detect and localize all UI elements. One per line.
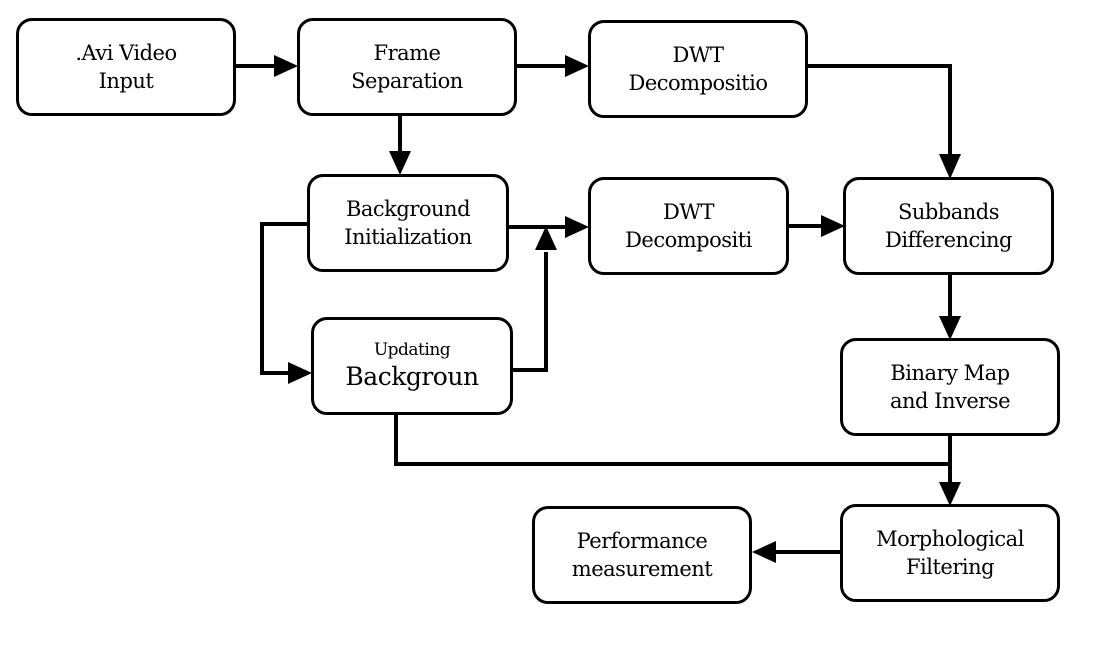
morphological-filtering-label-line1: Morphological [876, 527, 1024, 551]
dwt-decomposition-top-node: DWT Decompositio [588, 20, 808, 118]
binary-map-inverse-label-line2: and Inverse [889, 389, 1011, 413]
performance-measurement-label-line2: measurement [571, 557, 713, 581]
background-initialization-label-line1: Background [345, 197, 471, 221]
arrowhead-input-to-frame [274, 55, 298, 77]
arrowhead-background-to-dwt-middle [565, 216, 589, 238]
dwt-decomposition-top-label-line1: DWT [672, 43, 724, 67]
arrow-dwt-top-to-subbands-line [806, 64, 952, 156]
background-initialization-node: Background Initialization [307, 174, 509, 272]
performance-measurement-node: Performance measurement [532, 506, 752, 604]
arrowhead-subbands-to-binary [939, 316, 961, 340]
morphological-filtering-node: Morphological Filtering [840, 504, 1060, 602]
arrowhead-frame-to-background [389, 151, 411, 175]
arrow-updating-to-morphological-line [394, 414, 950, 466]
arrowhead-junction-up [535, 226, 557, 250]
avi-video-input-label-line2: Input [98, 69, 154, 93]
dwt-decomposition-top-label-line2: Decompositio [628, 71, 768, 95]
arrowhead-binary-to-morphological [939, 482, 961, 506]
arrowhead-dwt-top-to-subbands [939, 154, 961, 179]
frame-separation-node: Frame Separation [297, 18, 517, 116]
subbands-differencing-label-line1: Subbands [897, 200, 1000, 224]
updating-background-label-line1: Updating [373, 340, 451, 360]
frame-separation-label-line2: Separation [351, 69, 463, 93]
binary-map-inverse-node: Binary Map and Inverse [840, 338, 1060, 436]
updating-background-label-line2: Backgroun [345, 362, 479, 391]
dwt-decomposition-middle-label-line2: Decompositi [625, 228, 752, 252]
background-initialization-label-line2: Initialization [344, 225, 472, 249]
morphological-filtering-label-line2: Filtering [905, 555, 995, 579]
dwt-decomposition-middle-label-line1: DWT [663, 200, 714, 224]
avi-video-input-node: .Avi Video Input [16, 18, 236, 116]
subbands-differencing-node: Subbands Differencing [843, 177, 1054, 275]
arrowhead-background-to-updating [288, 362, 312, 384]
arrow-background-to-updating-line [260, 222, 308, 375]
binary-map-inverse-label-line1: Binary Map [890, 361, 1010, 385]
frame-separation-label-line1: Frame [373, 41, 441, 65]
subbands-differencing-label-line2: Differencing [885, 228, 1012, 252]
arrow-updating-to-junction-line [512, 252, 548, 372]
arrowhead-frame-to-dwt-top [565, 55, 589, 77]
arrowhead-dwt-middle-to-subbands [821, 215, 845, 237]
updating-background-node: Updating Backgroun [311, 317, 513, 415]
avi-video-input-label-line1: .Avi Video [75, 41, 177, 65]
arrowhead-morphological-to-performance [752, 541, 776, 563]
performance-measurement-label-line1: Performance [576, 529, 708, 553]
dwt-decomposition-middle-node: DWT Decompositi [588, 177, 789, 275]
